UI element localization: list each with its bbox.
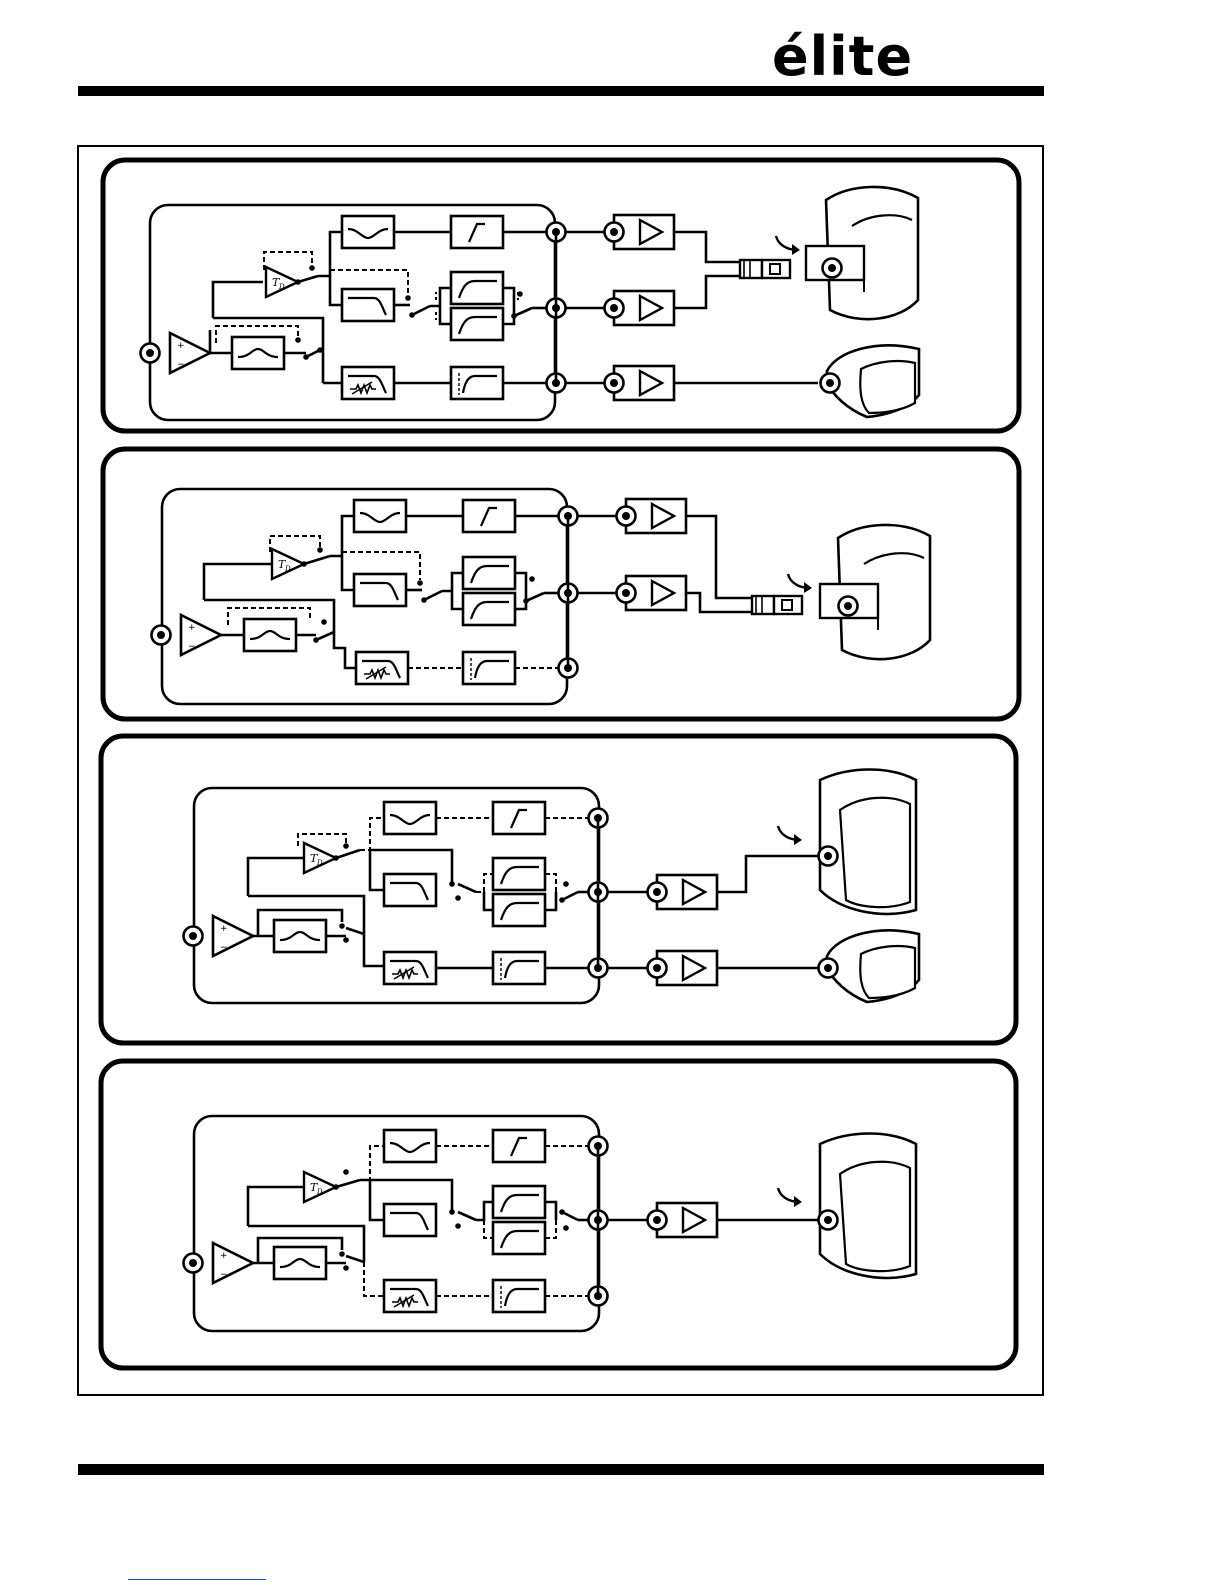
- footer-link-underline[interactable]: [128, 1579, 266, 1580]
- panel-3: [101, 736, 1016, 1043]
- speaker-input-jack: [821, 374, 840, 393]
- speaker-cabinet-tall: [820, 770, 916, 914]
- power-amp-2: [605, 291, 675, 325]
- footer-rule: [78, 1464, 1044, 1475]
- speaker-plug: [740, 260, 790, 278]
- panel-4: [101, 1061, 1016, 1368]
- panel-1: [103, 160, 1019, 431]
- panel-2: [103, 449, 1019, 719]
- power-amp-3: [605, 366, 675, 400]
- input-eq-block: [232, 337, 284, 369]
- input-jack: [141, 344, 160, 363]
- power-amp-1: [605, 215, 675, 249]
